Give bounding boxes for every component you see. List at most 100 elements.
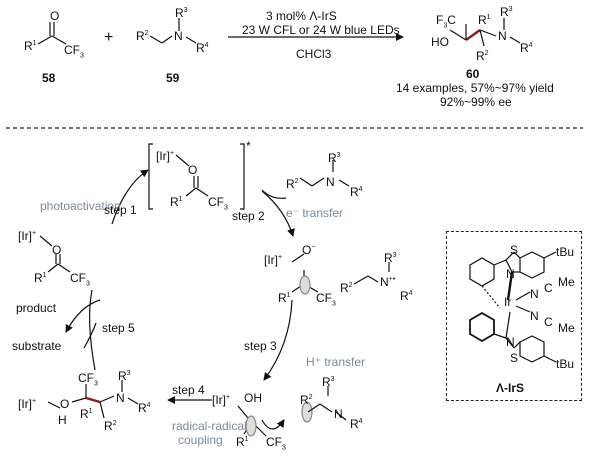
step-4-label: step 4 xyxy=(172,383,205,397)
r4-aminium: R4 xyxy=(400,289,413,303)
atom-n-bottom-ligand: N xyxy=(506,335,515,349)
r3-aminium: R3 xyxy=(384,251,397,265)
photoactivation-label: photoactivation xyxy=(40,199,121,213)
catalyst-structure xyxy=(469,251,557,363)
oh-bottom: OH xyxy=(244,391,262,405)
r1-ketyl: R1 xyxy=(278,291,291,305)
atom-c-nitrile-2: C xyxy=(544,315,553,329)
step-3-label: step 3 xyxy=(244,339,277,353)
catalyst-box xyxy=(446,231,582,401)
atom-n-nitrile-2: N xyxy=(530,309,539,323)
atom-c-nitrile-1: C xyxy=(544,281,553,295)
r2-bottom: R2 xyxy=(300,393,313,407)
atom-o-coupled: O xyxy=(60,397,70,411)
r3-cycle-amine: R3 xyxy=(328,151,341,165)
atom-n-amine: N xyxy=(174,29,183,43)
excited-complex-bonds xyxy=(148,143,245,210)
radical-coupling-line2: coupling xyxy=(178,433,223,447)
atom-n-aminium: N+• xyxy=(380,275,396,289)
ho-product: HO xyxy=(431,35,449,49)
me-nitrile-1: Me xyxy=(558,275,575,289)
atom-n-product: N xyxy=(498,29,507,43)
r3-bottom: R3 xyxy=(322,375,335,389)
excited-star: * xyxy=(246,139,251,153)
r4-product: R4 xyxy=(520,41,533,55)
atom-n-cycle-amine: N xyxy=(326,175,335,189)
compound-label-58: 58 xyxy=(42,71,56,85)
summary-examples: 14 examples, 57%~97% yield xyxy=(396,81,554,95)
condition-light: 23 W CFL or 24 W blue LEDs xyxy=(242,23,400,37)
atom-o-excited: O xyxy=(188,163,198,177)
r1-left: R1 xyxy=(34,271,47,285)
atom-o-ketone: O xyxy=(50,9,60,23)
atom-o-ketyl: O− xyxy=(302,243,316,257)
step-2-label: step 2 xyxy=(232,209,265,223)
atom-ir: Ir xyxy=(504,295,512,309)
condition-catalyst: 3 mol% Λ-IrS xyxy=(266,9,337,23)
catalyst-name-label: Λ-IrS xyxy=(496,381,525,395)
catalytic-cycle-arrows xyxy=(65,169,295,404)
r4-cycle-amine: R4 xyxy=(350,185,363,199)
r3-coupled: R3 xyxy=(118,369,131,383)
r2-coupled: R2 xyxy=(104,419,117,433)
step-5-label: step 5 xyxy=(102,321,135,335)
condition-solvent: CHCl3 xyxy=(296,47,332,61)
atom-n-nitrile-1: N xyxy=(530,287,539,301)
cf3-bottom: CF3 xyxy=(266,435,286,452)
compound-label-60: 60 xyxy=(466,67,480,81)
r1-product: R1 xyxy=(478,13,491,27)
radical-pair-bonds xyxy=(237,386,347,437)
coupled-product-bonds xyxy=(47,380,139,419)
h-coupled: H xyxy=(58,413,67,427)
cf3-left: CF3 xyxy=(70,271,90,288)
r2-product: R2 xyxy=(476,49,489,63)
ir-left: [Ir]+ xyxy=(18,229,37,243)
ir-coupled: [Ir]+ xyxy=(18,397,37,411)
cf3-excited: CF3 xyxy=(208,195,228,212)
atom-n-coupled: N xyxy=(116,391,125,405)
tbu-bottom: tBu xyxy=(556,357,575,371)
ketyl-complex-bonds xyxy=(291,253,390,295)
cf3-coupled: CF3 xyxy=(78,371,98,388)
r2-amine: R2 xyxy=(136,29,149,43)
cycle-amine-bonds xyxy=(261,160,350,199)
atom-n-bottom: N xyxy=(334,407,343,421)
compound-label-59: 59 xyxy=(166,71,180,85)
step-1-label: step 1 xyxy=(104,203,137,217)
radical-coupling-line1: radical-radical xyxy=(172,419,247,433)
me-nitrile-2: Me xyxy=(558,321,575,335)
r1-coupled: R1 xyxy=(80,407,93,421)
atom-o-left: O xyxy=(52,243,62,257)
r4-amine: R4 xyxy=(196,41,209,55)
r2-cycle-amine: R2 xyxy=(286,177,299,191)
r1-ketone: R1 xyxy=(24,39,37,53)
atom-n-top: N xyxy=(506,267,515,281)
cf3-ketyl: CF3 xyxy=(316,291,336,308)
r4-bottom: R4 xyxy=(350,417,363,431)
ir-bottom: [Ir]+ xyxy=(212,393,231,407)
amine-59-bonds xyxy=(149,18,197,44)
left-complex-bonds xyxy=(39,235,71,273)
substrate-label: substrate xyxy=(12,339,62,353)
ir-ketyl: [Ir]+ xyxy=(264,253,283,267)
r1-excited: R1 xyxy=(170,195,183,209)
summary-ee: 92%~99% ee xyxy=(440,95,512,109)
r4-coupled: R4 xyxy=(138,401,151,415)
ir-excited: [Ir]+ xyxy=(156,149,175,163)
proton-transfer-label: H⁺ transfer xyxy=(306,355,366,369)
r2-aminium: R2 xyxy=(340,281,353,295)
ketone-58-bonds xyxy=(37,22,67,45)
product-label: product xyxy=(16,301,57,315)
plus-sign: + xyxy=(104,29,114,46)
product-60-bonds xyxy=(449,18,521,47)
tbu-top: tBu xyxy=(556,245,575,259)
cf3-product: F3C xyxy=(436,13,456,30)
r3-amine: R3 xyxy=(175,6,188,20)
r1-bottom: R1 xyxy=(236,435,249,449)
atom-s-bottom: S xyxy=(510,351,519,365)
cf3-ketone: CF3 xyxy=(64,43,84,60)
atom-s-top: S xyxy=(510,243,519,257)
electron-transfer-label: e⁻ transfer xyxy=(286,206,344,220)
r3-product: R3 xyxy=(500,5,513,19)
